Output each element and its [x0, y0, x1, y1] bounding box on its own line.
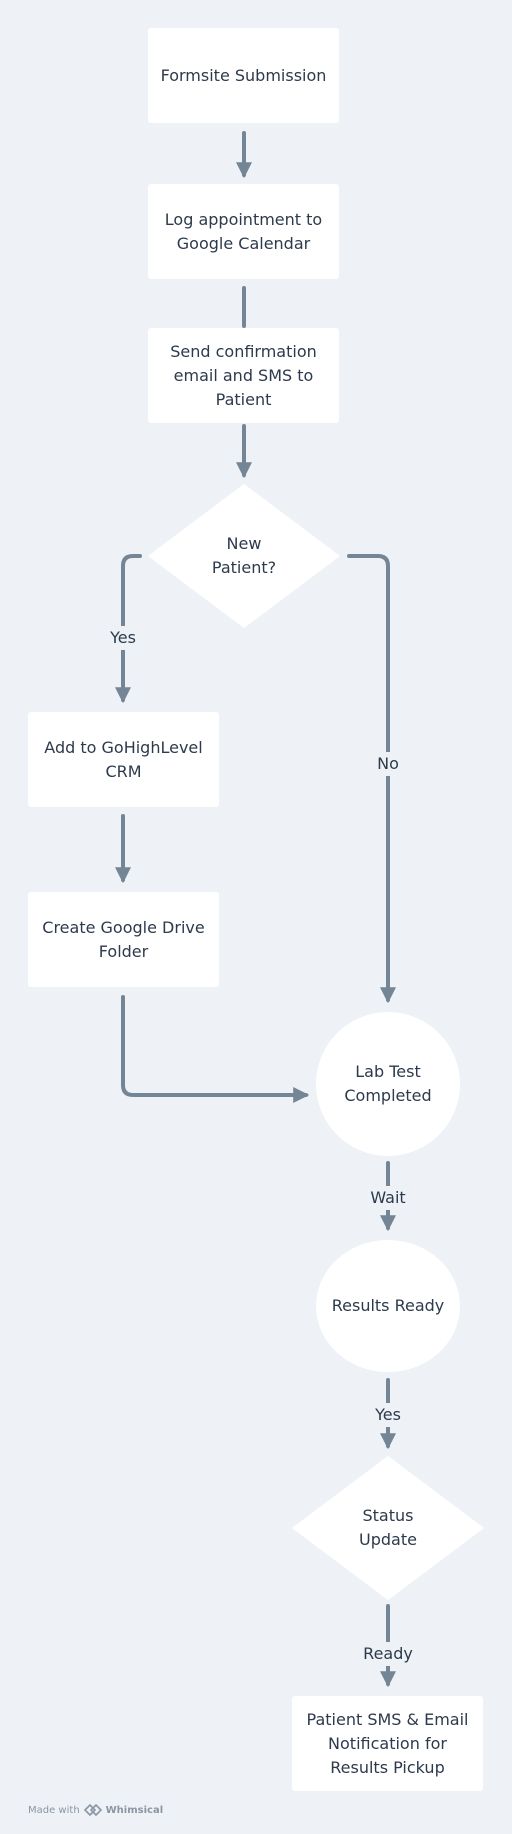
node-lab-test: Lab Test Completed	[316, 1012, 460, 1156]
made-with-text: Made with	[28, 1804, 80, 1816]
edge-label-no: No	[375, 752, 401, 776]
new-patient-label: New Patient?	[211, 534, 277, 577]
node-create-folder: Create Google Drive Folder	[28, 892, 219, 987]
edge-label-yes-results: Yes	[373, 1403, 403, 1427]
node-status-update: Status Update	[292, 1456, 484, 1600]
node-new-patient: New Patient?	[148, 484, 340, 628]
status-update-label: Status Update	[359, 1506, 417, 1549]
edge-new-patient-no	[347, 554, 396, 1004]
edge-new-patient-yes	[115, 554, 142, 704]
edge-folder-to-lab	[121, 995, 310, 1103]
node-formsite-submission: Formsite Submission	[148, 28, 339, 123]
node-send-confirmation: Send confirmation email and SMS to Patie…	[148, 328, 339, 423]
edge-label-ready: Ready	[361, 1642, 415, 1666]
node-patient-notification: Patient SMS & Email Notification for Res…	[292, 1696, 483, 1791]
whimsical-logo-icon	[83, 1804, 102, 1816]
edge-label-wait: Wait	[368, 1186, 408, 1210]
diamond-shape	[292, 1456, 484, 1600]
node-add-crm: Add to GoHighLevel CRM	[28, 712, 219, 807]
node-log-appointment: Log appointment to Google Calendar	[148, 184, 339, 279]
node-results-ready: Results Ready	[316, 1240, 460, 1372]
edge-label-yes: Yes	[108, 626, 138, 650]
diamond-shape	[148, 484, 340, 628]
whimsical-brand-text: Whimsical	[105, 1804, 164, 1816]
made-with-footer[interactable]: Made with Whimsical	[28, 1804, 163, 1816]
